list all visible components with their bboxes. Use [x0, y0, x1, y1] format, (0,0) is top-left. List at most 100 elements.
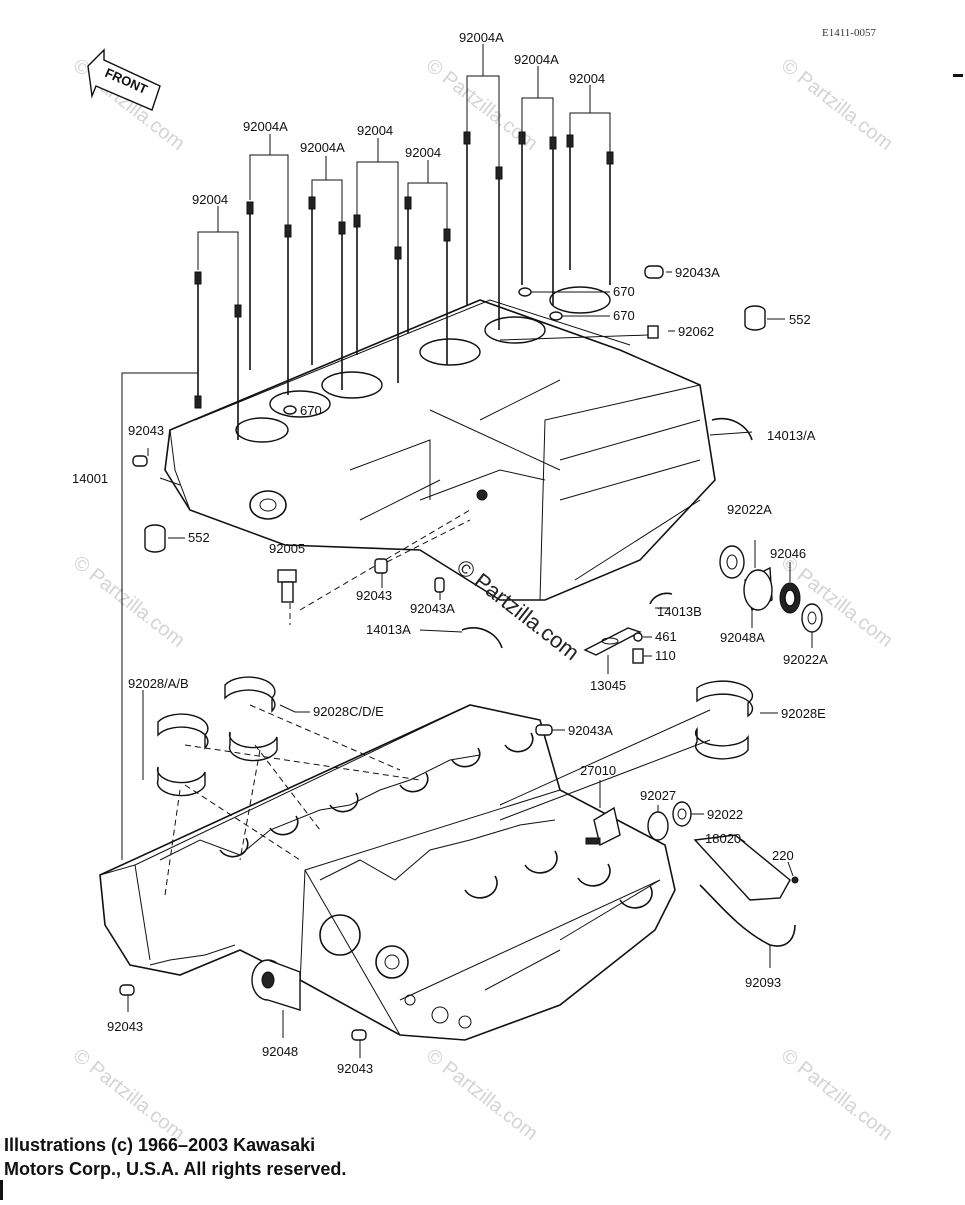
- drawing-code: E1411-0057: [822, 27, 876, 39]
- callout-92043[interactable]: 92043: [107, 1019, 143, 1034]
- callout-27010[interactable]: 27010: [580, 763, 616, 778]
- callout-92022A[interactable]: 92022A: [727, 502, 772, 517]
- plug-92027: [647, 811, 669, 841]
- stud: [463, 131, 471, 305]
- bushing-552-right: [744, 305, 766, 331]
- callout-670[interactable]: 670: [300, 403, 322, 418]
- callout-14013A[interactable]: 14013A: [366, 622, 411, 637]
- bearing-92048A: [743, 566, 773, 612]
- bushing-552-left: [144, 524, 166, 553]
- callout-92022A[interactable]: 92022A: [783, 652, 828, 667]
- callout-brackets: [197, 44, 611, 305]
- leader-lines: [121, 271, 813, 1058]
- stud: [338, 221, 346, 390]
- wire-92093: [699, 884, 796, 947]
- callout-14013A[interactable]: 14013/A: [767, 428, 816, 443]
- washer-92022A-2: [801, 603, 823, 633]
- copyright-line-1: Illustrations (c) 1966–2003 Kawasaki: [4, 1135, 316, 1155]
- callout-labels: 92004A 92004A 92004 92004A 92004 92004A …: [72, 30, 828, 1076]
- callout-14001[interactable]: 14001: [72, 471, 108, 486]
- lower-crankcase: [99, 704, 676, 1041]
- front-arrow-icon: FRONT: [87, 48, 161, 111]
- watermark: © Partzilla.com: [777, 1045, 897, 1145]
- callout-670[interactable]: 670: [613, 284, 635, 299]
- watermark: © Partzilla.com: [69, 1045, 189, 1145]
- callout-18020[interactable]: 18020: [705, 831, 741, 846]
- bearing-92046: [779, 582, 801, 614]
- callout-92048[interactable]: 92048: [262, 1044, 298, 1059]
- bearing-insert-14013A-left: [461, 627, 503, 649]
- callout-92004[interactable]: 92004: [569, 71, 605, 86]
- callout-92043A[interactable]: 92043A: [568, 723, 613, 738]
- stud: [194, 271, 202, 409]
- callout-92028CDE[interactable]: 92028C/D/E: [313, 704, 384, 719]
- dowel-92043-lower-mid: [351, 1029, 367, 1041]
- callout-92005[interactable]: 92005: [269, 541, 305, 556]
- callout-92043[interactable]: 92043: [128, 423, 164, 438]
- center-watermark: © Partzilla.com: [452, 554, 584, 665]
- callout-92043[interactable]: 92043: [356, 588, 392, 603]
- stud: [394, 246, 402, 383]
- callout-92048A[interactable]: 92048A: [720, 630, 765, 645]
- copyright-notice: Illustrations (c) 1966–2003 Kawasaki Mot…: [4, 1133, 346, 1181]
- washer-461: [633, 632, 643, 642]
- watermark: © Partzilla.com: [422, 1045, 542, 1145]
- callout-220[interactable]: 220: [772, 848, 794, 863]
- stud: [518, 131, 526, 285]
- bearing-92028AB-lower: [156, 766, 206, 797]
- callout-110[interactable]: 110: [655, 648, 676, 663]
- callout-92043A[interactable]: 92043A: [675, 265, 720, 280]
- callout-92022[interactable]: 92022: [707, 807, 743, 822]
- main-bearings: [156, 676, 754, 896]
- callout-552[interactable]: 552: [789, 312, 811, 327]
- callout-552[interactable]: 552: [188, 530, 210, 545]
- callout-92004A[interactable]: 92004A: [514, 52, 559, 67]
- bearing-92028E-lower: [694, 726, 749, 760]
- bearing-92028CDE-lower: [228, 731, 278, 762]
- callout-13045[interactable]: 13045: [590, 678, 626, 693]
- callout-14013B[interactable]: 14013B: [657, 604, 702, 619]
- callout-92043[interactable]: 92043: [337, 1061, 373, 1076]
- stud: [606, 151, 614, 285]
- stud: [246, 201, 254, 370]
- dowel-92043A-lower: [535, 724, 553, 736]
- dowel-92043-mid: [374, 519, 471, 574]
- callout-461[interactable]: 461: [655, 629, 677, 644]
- callout-92004[interactable]: 92004: [405, 145, 441, 160]
- edge-mark: [953, 74, 963, 77]
- upper-crankcase: [164, 286, 716, 601]
- callout-92028E[interactable]: 92028E: [781, 706, 826, 721]
- callout-92004A[interactable]: 92004A: [243, 119, 288, 134]
- callout-92004A[interactable]: 92004A: [300, 140, 345, 155]
- callout-92028AB[interactable]: 92028/A/B: [128, 676, 189, 691]
- washer-92022A-1: [719, 545, 745, 579]
- bearing-92028AB-upper: [157, 713, 209, 750]
- watermark: © Partzilla.com: [69, 552, 189, 652]
- stud: [308, 196, 316, 365]
- dowel-pin-92043A: [644, 265, 664, 279]
- callout-92004[interactable]: 92004: [357, 123, 393, 138]
- stud: [284, 224, 292, 395]
- callout-92004[interactable]: 92004: [192, 192, 228, 207]
- dowel-92043A-mid: [434, 577, 445, 593]
- washer-92022: [672, 801, 692, 827]
- cylinder-studs: [194, 131, 614, 440]
- plug-92062: [499, 325, 659, 341]
- callout-670[interactable]: 670: [613, 308, 635, 323]
- bolt-110: [632, 648, 644, 664]
- watermark: © Partzilla.com: [777, 55, 897, 155]
- stud: [566, 134, 574, 270]
- callout-92062[interactable]: 92062: [678, 324, 714, 339]
- callout-92027[interactable]: 92027: [640, 788, 676, 803]
- callout-92043A[interactable]: 92043A: [410, 601, 455, 616]
- callout-92004A-top[interactable]: 92004A: [459, 30, 504, 45]
- stud: [404, 196, 412, 333]
- bearing-insert-14013A-right: [711, 417, 753, 441]
- callout-92046[interactable]: 92046: [770, 546, 806, 561]
- bearing-92028E-upper: [696, 680, 754, 718]
- dowel-92043-lower-left: [119, 984, 135, 996]
- callout-92093[interactable]: 92093: [745, 975, 781, 990]
- o-rings-670: [283, 287, 610, 415]
